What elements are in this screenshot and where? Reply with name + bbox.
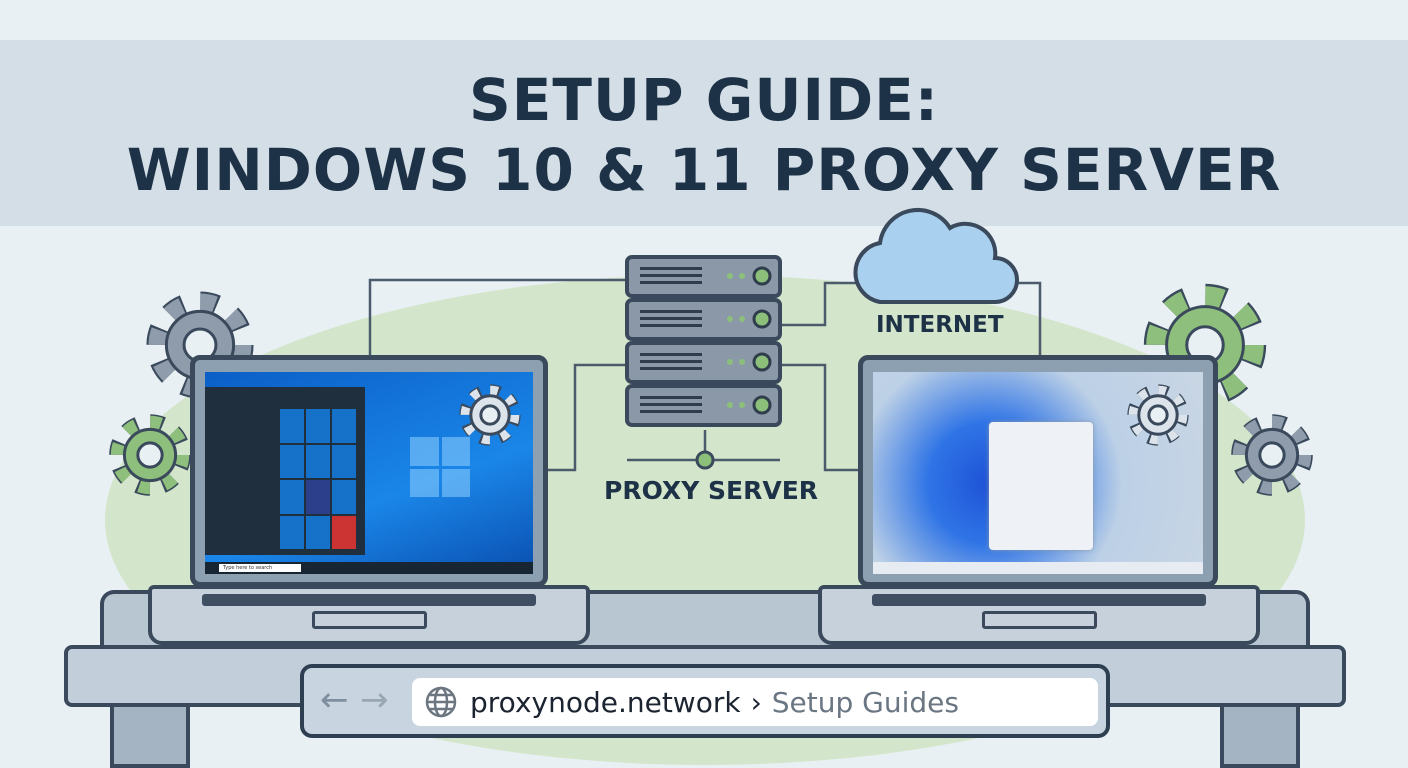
trackpad [982,611,1097,629]
server-unit [625,384,782,427]
server-unit [625,298,782,341]
gear-icon [459,384,521,446]
start-tile[interactable] [280,515,304,549]
title-line-1: SETUP GUIDE: [469,66,939,134]
laptop-right-base [818,585,1260,645]
gear-icon [1231,414,1313,496]
status-light-icon [739,359,745,365]
server-unit [625,341,782,384]
internet-label: INTERNET [876,312,1004,338]
keyboard [872,594,1206,606]
power-light-icon [752,395,772,415]
title-line-2: WINDOWS 10 & 11 PROXY SERVER [126,136,1282,204]
title-band [0,40,1408,226]
start-tile[interactable] [332,480,356,514]
start-menu [989,422,1093,550]
start-tile[interactable] [280,409,304,443]
start-tiles [280,409,357,549]
start-tile[interactable] [332,515,356,549]
laptop-right [858,355,1218,587]
windows-10-desktop: Type here to search [205,372,533,574]
status-light-icon [727,316,733,322]
trackpad [312,611,427,629]
start-tile[interactable] [332,409,356,443]
start-tile[interactable] [306,515,330,549]
power-light-icon [752,309,772,329]
search-box[interactable]: Type here to search [219,564,301,572]
windows-logo-icon [410,437,470,497]
back-arrow-icon[interactable]: ← [320,680,349,720]
start-tile[interactable] [306,444,330,478]
url-field[interactable]: proxynode.network › Setup Guides [412,678,1098,726]
address-bar: ← → proxynode.network › Setup Guides [300,664,1110,738]
start-menu [205,387,365,555]
start-tile[interactable] [306,480,330,514]
start-tile[interactable] [280,444,304,478]
status-light-icon [727,273,733,279]
status-light-icon [739,316,745,322]
network-node-icon [695,450,715,470]
forward-arrow-icon[interactable]: → [360,680,389,720]
decorative-gears [109,283,1313,496]
keyboard [202,594,536,606]
laptop-left: Type here to search [190,355,548,587]
laptop-left-base [148,585,590,645]
power-light-icon [752,266,772,286]
power-light-icon [752,352,772,372]
start-tile[interactable] [332,444,356,478]
url-path[interactable]: Setup Guides [771,685,959,719]
desk-leg-right [1220,700,1300,768]
status-light-icon [739,402,745,408]
status-light-icon [739,273,745,279]
gear-icon [1127,384,1189,446]
server-unit [625,255,782,298]
breadcrumb-separator: › [750,685,762,719]
globe-icon [425,686,457,718]
start-tile[interactable] [280,480,304,514]
status-light-icon [727,402,733,408]
gear-icon [109,414,191,496]
proxy-server-label: PROXY SERVER [604,476,819,505]
url-domain: proxynode.network [470,685,741,719]
taskbar: Type here to search [205,562,533,574]
taskbar [873,562,1203,574]
windows-11-desktop [873,372,1203,574]
cloud-icon [853,207,1019,304]
start-tile[interactable] [306,409,330,443]
status-light-icon [727,359,733,365]
server-icon [625,255,782,427]
